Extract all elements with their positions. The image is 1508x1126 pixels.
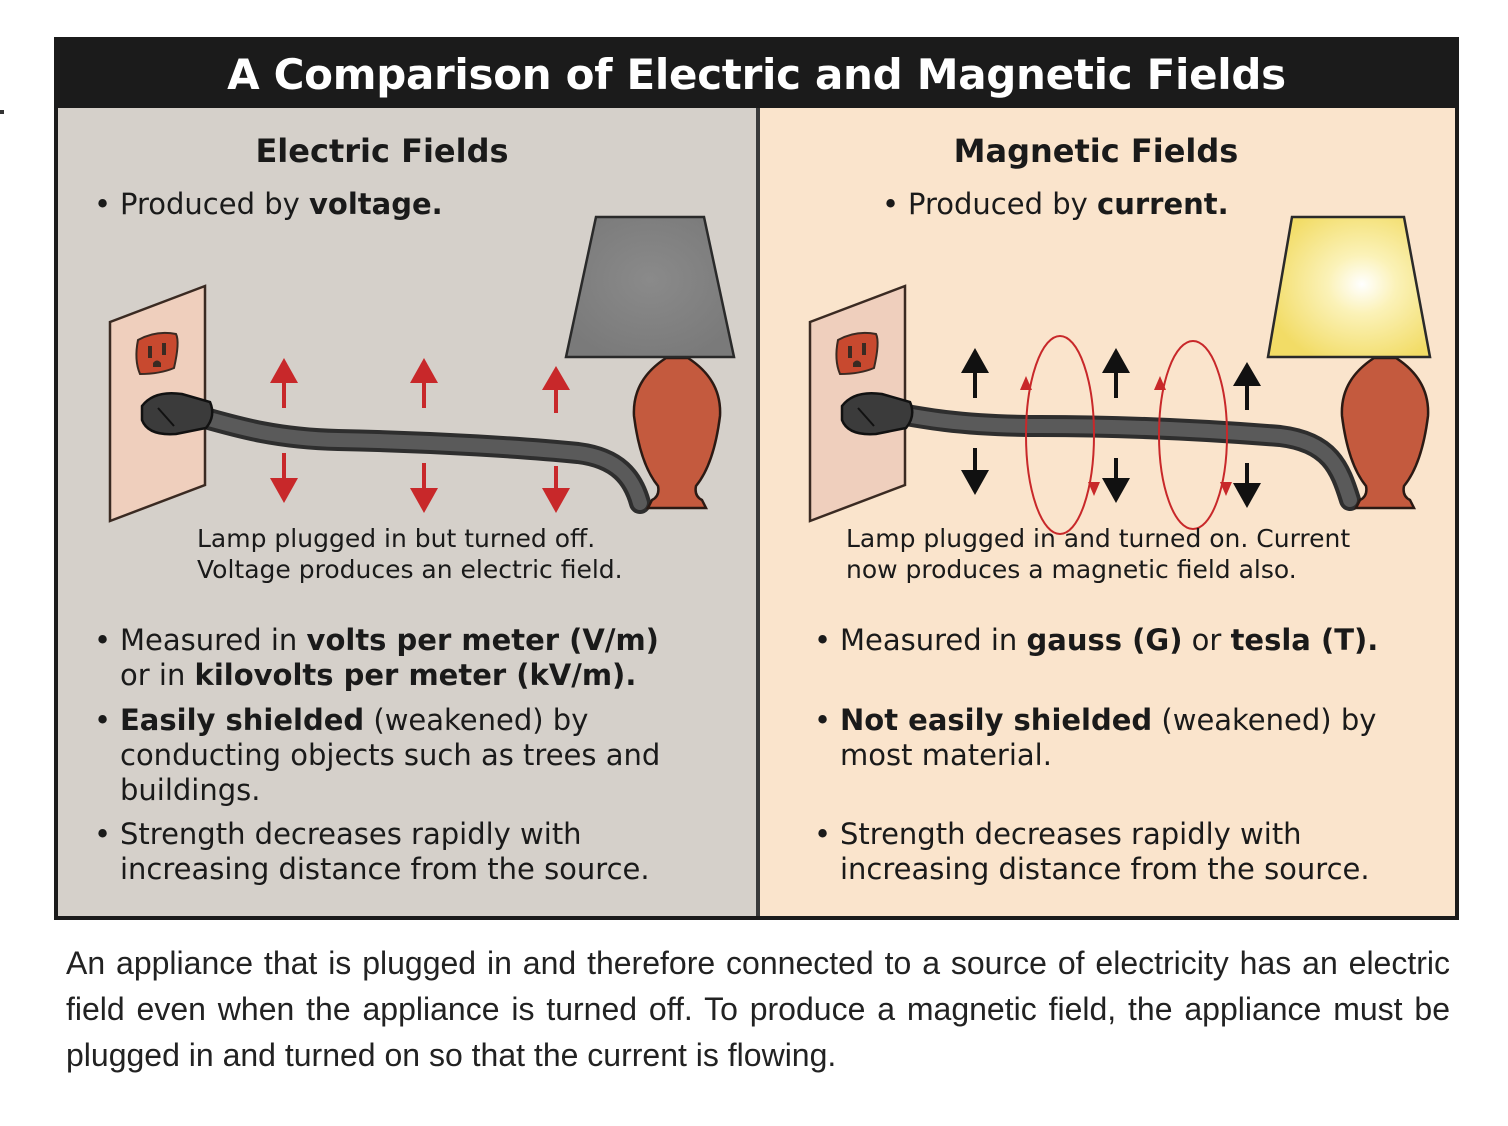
- magnetic-field-loops: [1025, 335, 1228, 535]
- lamp-on-icon: [1266, 215, 1432, 510]
- magnetic-illustration: [808, 215, 1432, 535]
- electric-fields-panel: Electric Fields Produced by voltage.: [58, 108, 756, 916]
- lamp-off-icon: [564, 215, 736, 510]
- plug-icon: [840, 392, 914, 436]
- electric-strength: Strength decreases rapidly withincreasin…: [94, 817, 650, 887]
- magnetic-measured-in: Measured in gauss (G) or tesla (T).: [814, 623, 1378, 658]
- electric-shielding: Easily shielded (weakened) byconducting …: [94, 703, 660, 808]
- electric-illustration: [108, 215, 736, 523]
- magnetic-caption-line1: Lamp plugged in and turned on. Current: [846, 524, 1351, 553]
- magnetic-strength: Strength decreases rapidly withincreasin…: [814, 817, 1370, 887]
- stray-mark: [0, 110, 4, 114]
- electric-field-arrows: [270, 358, 570, 513]
- electric-measured-in: Measured in volts per meter (V/m)or in k…: [94, 623, 659, 693]
- magnetic-caption-line2: now produces a magnetic field also.: [846, 555, 1297, 584]
- magnetic-field-arrows: [961, 348, 1261, 508]
- plug-icon: [140, 392, 214, 436]
- figure-title: A Comparison of Electric and Magnetic Fi…: [58, 41, 1455, 108]
- electric-caption-line1: Lamp plugged in but turned off.: [197, 524, 596, 553]
- footer-paragraph: An appliance that is plugged in and ther…: [66, 945, 1450, 1073]
- magnetic-fields-heading: Magnetic Fields: [953, 132, 1239, 170]
- magnetic-loop-arrowheads: [1020, 376, 1232, 496]
- electric-caption-line2: Voltage produces an electric field.: [197, 555, 623, 584]
- magnetic-produced-by: Produced by current.: [882, 187, 1229, 222]
- panel-divider: [756, 108, 760, 916]
- electric-fields-heading: Electric Fields: [255, 132, 509, 170]
- electric-produced-by: Produced by voltage.: [94, 187, 443, 222]
- magnetic-fields-panel: Magnetic Fields Produced by current.: [760, 108, 1455, 916]
- comparison-figure: A Comparison of Electric and Magnetic Fi…: [54, 37, 1459, 920]
